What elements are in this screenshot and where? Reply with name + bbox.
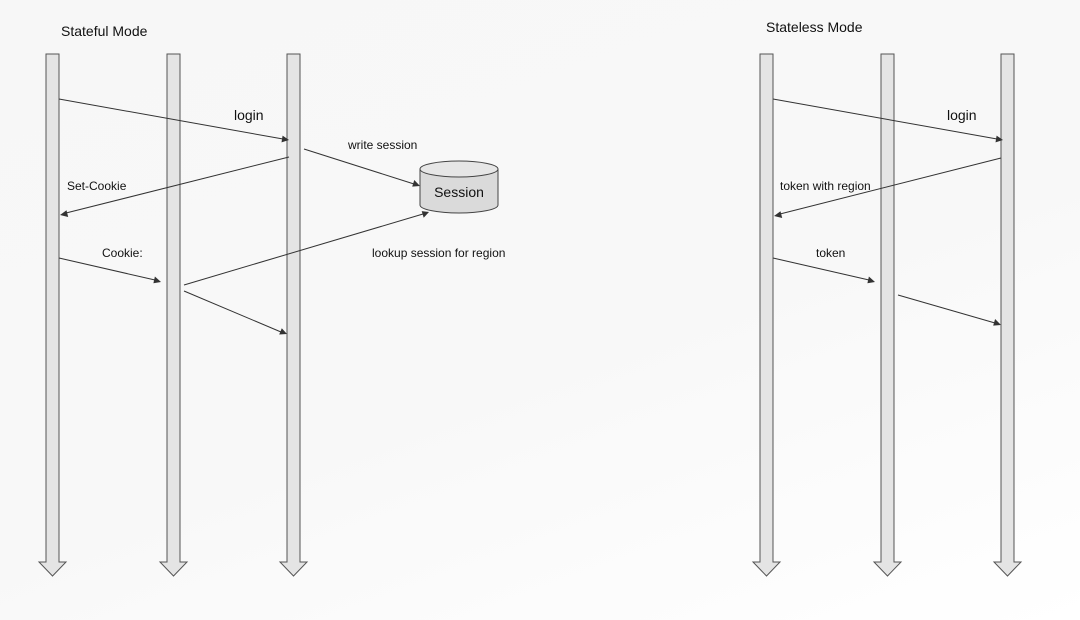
- stateful-lookup-arrow: [183, 211, 429, 286]
- stateful-cookie-label: Cookie:: [102, 246, 143, 260]
- stateless-lifeline-gateway: [872, 53, 903, 577]
- stateless-token-label: token: [816, 246, 845, 260]
- stateful-lifeline-server: [278, 53, 309, 577]
- stateful-write-session-label: write session: [347, 138, 417, 152]
- stateless-lifeline-client: [751, 53, 782, 577]
- stateless-login-label: login: [947, 107, 977, 123]
- stateful-cookie-arrow: [58, 257, 161, 284]
- stateless-lifeline-server: [992, 53, 1023, 577]
- stateful-set-cookie-arrow: [60, 156, 290, 217]
- stateless-forward-arrow: [897, 294, 1001, 326]
- stateless-login-arrow: [772, 98, 1003, 143]
- stateful-lookup-label: lookup session for region: [372, 246, 505, 260]
- stateful-login-label: login: [234, 107, 264, 123]
- session-store-label: Session: [434, 184, 484, 200]
- stateful-lifeline-gateway: [158, 53, 189, 577]
- stateful-lifeline-client: [37, 53, 68, 577]
- stateless-token-with-region-label: token with region: [780, 179, 871, 193]
- stateless-title: Stateless Mode: [766, 19, 863, 35]
- stateless-token-arrow: [772, 257, 875, 284]
- stateful-forward-arrow: [183, 290, 287, 335]
- stateless-token-with-region-arrow: [774, 157, 1002, 218]
- stateful-login-arrow: [58, 98, 289, 143]
- stateful-write-session-arrow: [303, 148, 420, 187]
- session-store: Session: [419, 160, 499, 214]
- stateful-set-cookie-label: Set-Cookie: [67, 179, 127, 193]
- stateful-title: Stateful Mode: [61, 23, 148, 39]
